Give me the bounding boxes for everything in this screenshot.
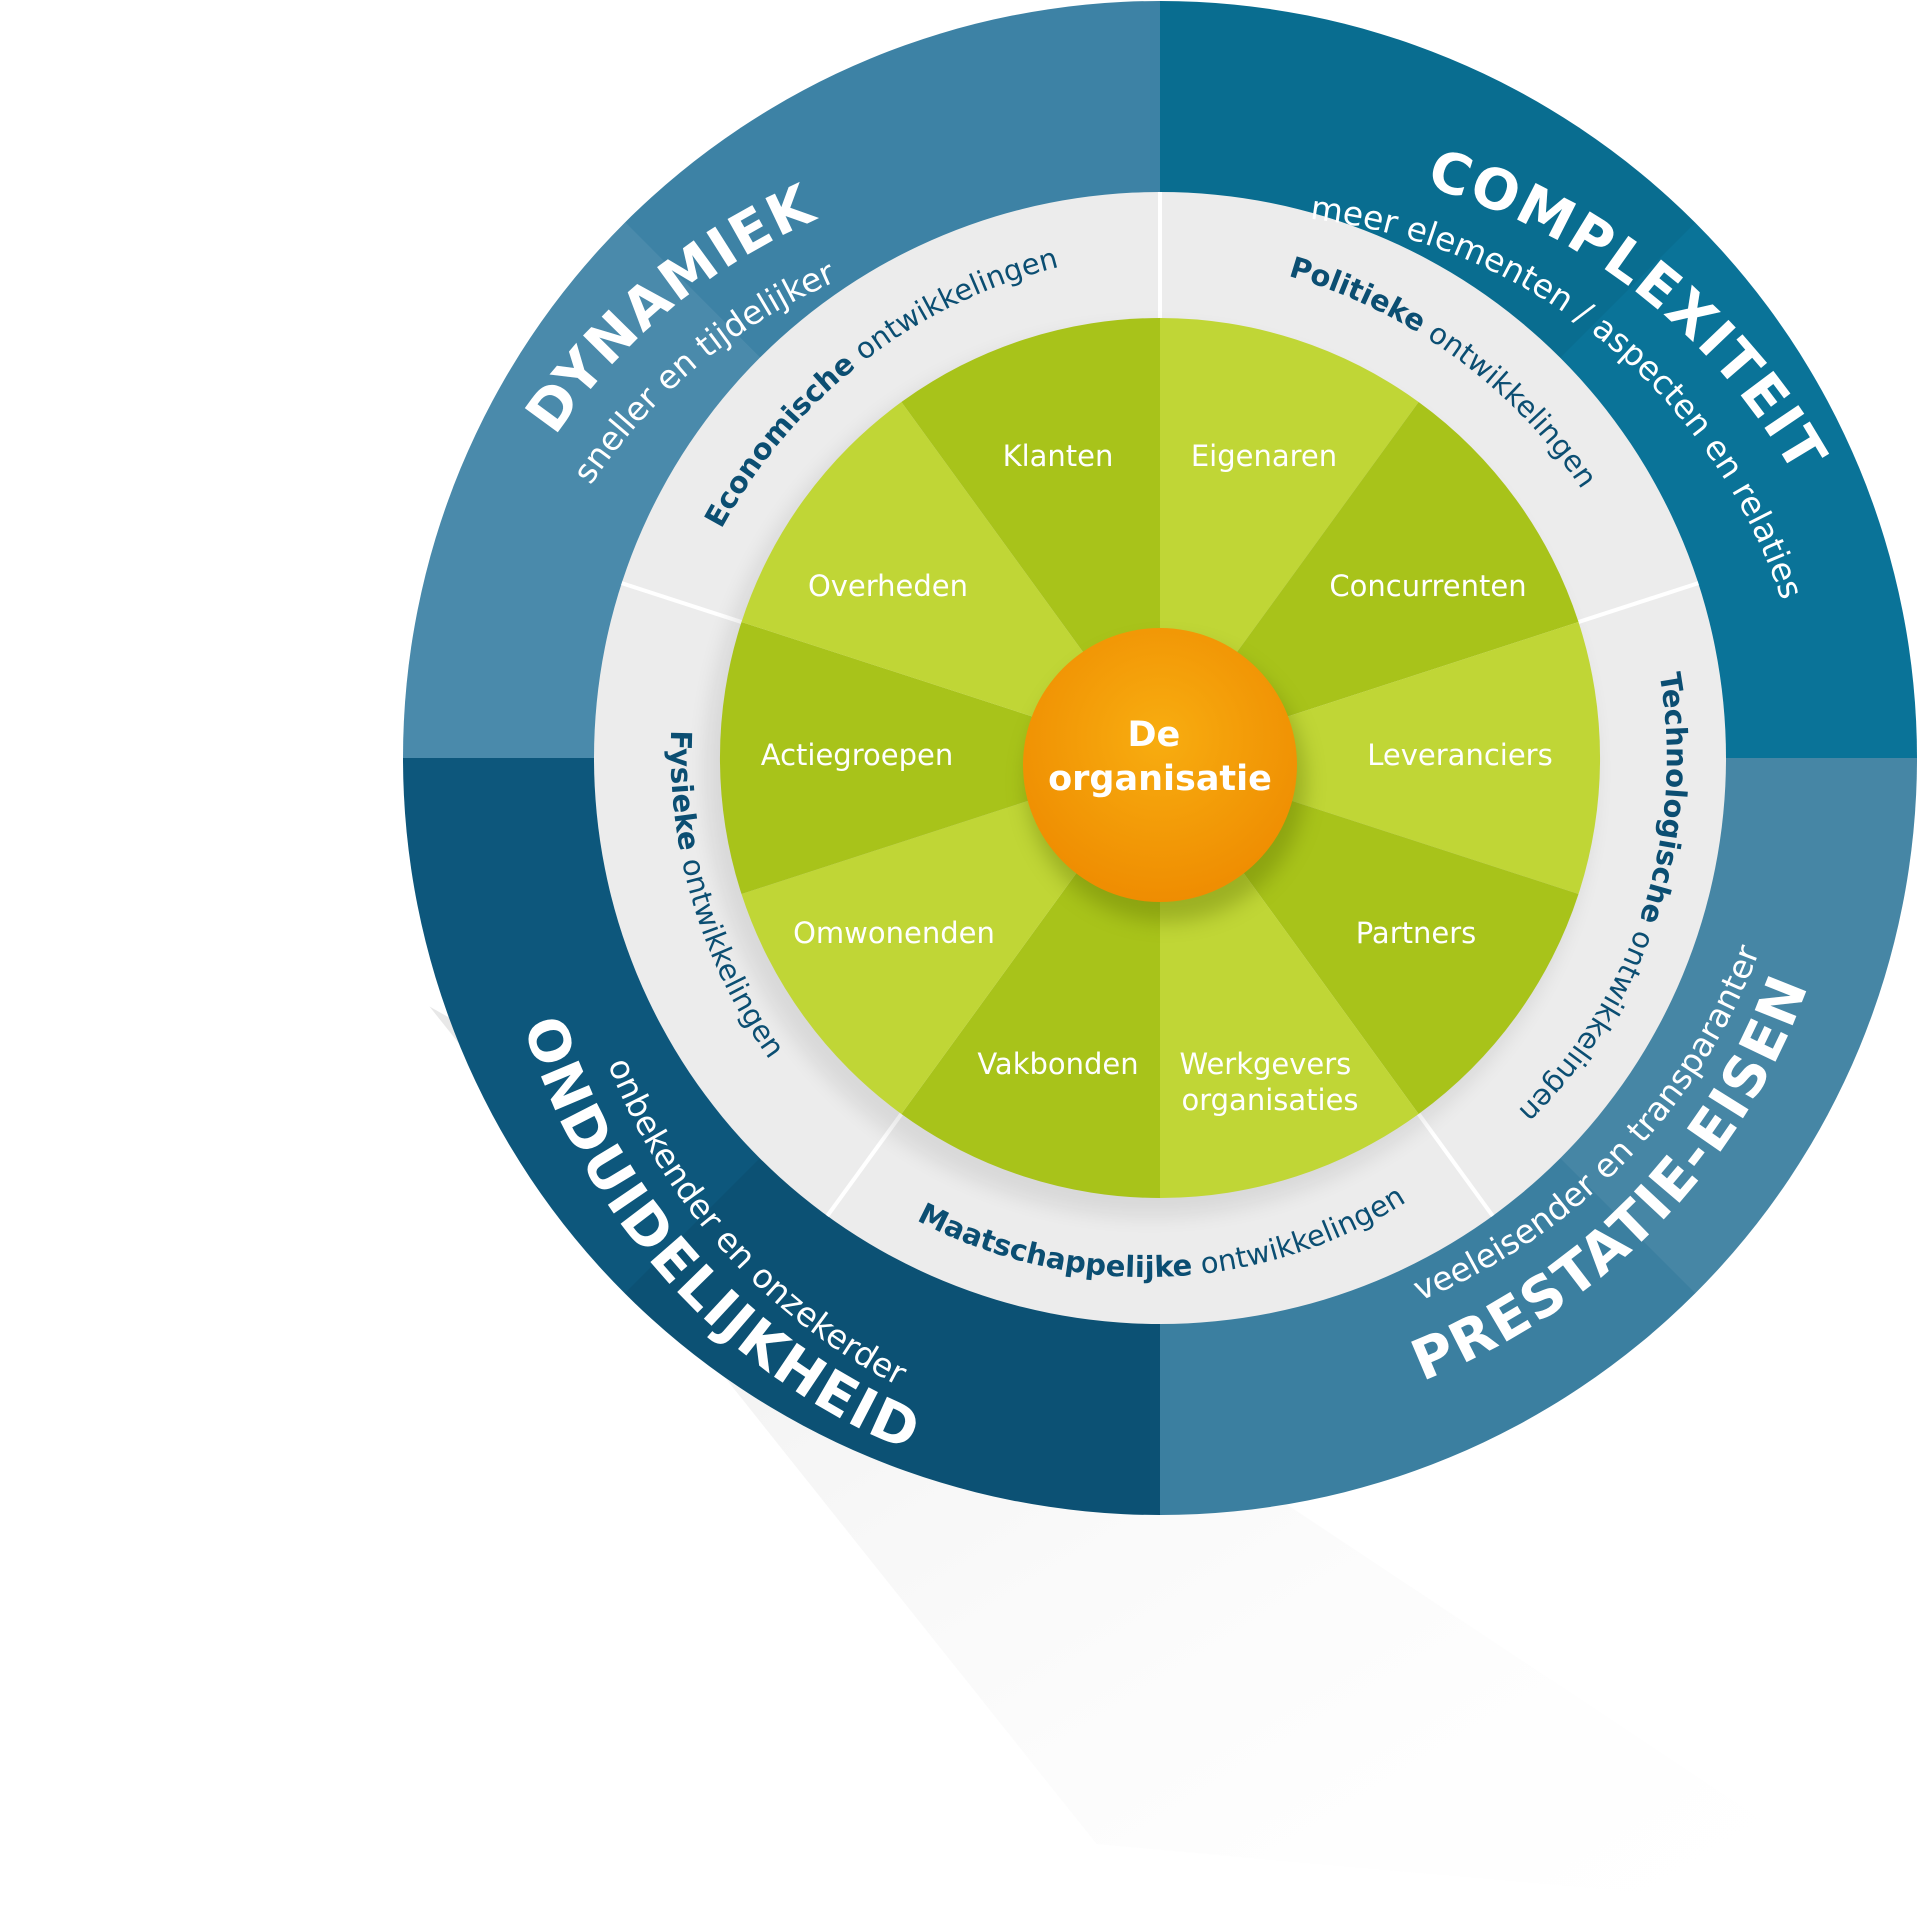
wheel-segment-actiegroepen xyxy=(719,622,1160,894)
stakeholder-label-overheden: Overheden xyxy=(808,569,968,603)
stakeholder-label-werkgevers: Werkgevers organisaties xyxy=(1179,1047,1360,1117)
stakeholder-label-vakbonden: Vakbonden xyxy=(977,1047,1138,1081)
wheel-segment-overheden xyxy=(741,402,1160,758)
stakeholder-labels: Klanten Eigenaren Concurrenten Leveranci… xyxy=(761,439,1553,1117)
stakeholder-label-leveranciers: Leveranciers xyxy=(1367,738,1552,772)
stakeholder-label-partners: Partners xyxy=(1356,916,1477,950)
stakeholder-label-klanten: Klanten xyxy=(1003,439,1114,473)
stakeholder-label-concurrenten: Concurrenten xyxy=(1329,569,1526,603)
stakeholder-label-actiegroepen: Actiegroepen xyxy=(761,738,953,772)
center-node: De organisatie xyxy=(1023,628,1306,922)
center-circle xyxy=(1023,628,1297,902)
stakeholder-label-eigenaren: Eigenaren xyxy=(1191,439,1337,473)
center-label: De organisatie xyxy=(1048,715,1272,799)
stakeholder-label-omwonenden: Omwonenden xyxy=(793,916,995,950)
wheel-segment-concurrenten xyxy=(1160,402,1579,758)
wheel-segment-leveranciers xyxy=(1160,622,1601,894)
